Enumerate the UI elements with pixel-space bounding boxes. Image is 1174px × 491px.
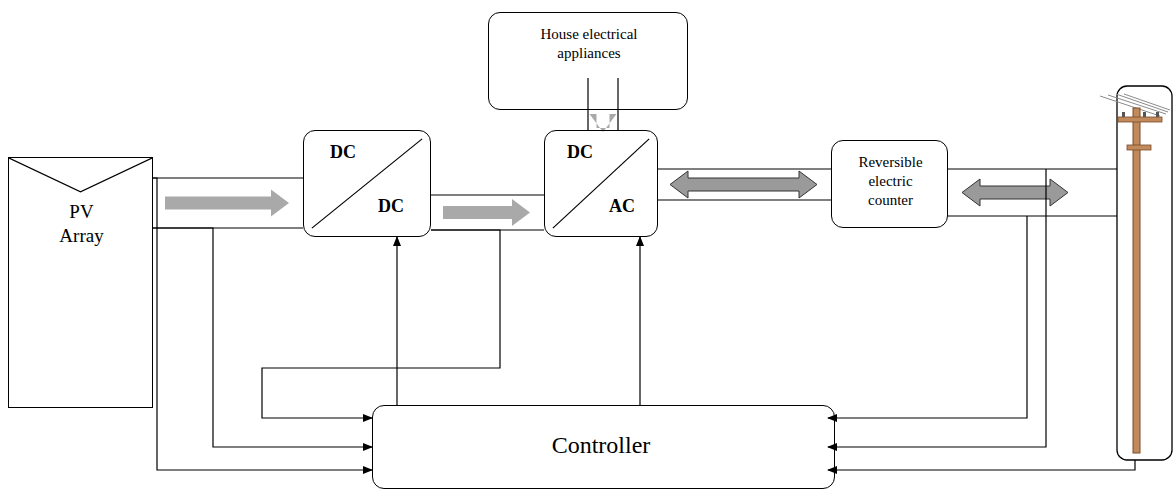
signal-line	[396, 237, 397, 405]
pole-crossarm	[1118, 117, 1162, 122]
power-bus	[431, 195, 544, 230]
node-label: House electrical appliances	[523, 25, 655, 63]
bus-line	[587, 78, 588, 130]
meter-box: Reversible electric counter	[831, 140, 948, 228]
power-flow-arrow	[670, 171, 817, 198]
power-flow-arrow	[165, 190, 289, 217]
power-flow-arrow	[962, 179, 1068, 206]
label-holder: AC	[609, 195, 635, 218]
label-holder: Controller	[373, 430, 829, 460]
bus-line	[948, 215, 1117, 216]
conversion-slash	[545, 131, 657, 236]
bus-line	[153, 177, 303, 178]
inverter-box: DC AC	[544, 130, 658, 237]
node-label: DC	[567, 141, 593, 164]
power-bus	[588, 78, 618, 132]
signal-wire	[153, 178, 372, 470]
label-holder: House electrical appliances	[489, 25, 689, 63]
conversion-slash	[304, 131, 430, 236]
bus-line	[948, 168, 1117, 169]
power-bus	[153, 178, 303, 228]
utility-pole	[1133, 108, 1140, 453]
signal-wire	[262, 230, 500, 418]
sense-wire	[828, 169, 1046, 447]
pole-crossarm	[1127, 145, 1151, 150]
signal-line	[639, 237, 640, 405]
signal-wire	[397, 237, 398, 405]
power-flow-arrow	[443, 199, 530, 226]
bus-line	[658, 168, 831, 169]
sense-wire	[828, 460, 1135, 470]
bus-line	[431, 194, 544, 195]
insulator	[1156, 112, 1159, 117]
load-box: House electrical appliances	[488, 12, 688, 110]
signal-wire	[640, 237, 641, 405]
converter-box: DC DC	[303, 130, 431, 237]
node-label: DC	[378, 195, 404, 218]
signal-line	[153, 178, 372, 470]
sense-wire	[828, 216, 1027, 418]
node-label: PV Array	[50, 200, 114, 248]
signal-line	[262, 230, 500, 418]
label-holder: Reversible electric counter	[832, 153, 949, 209]
bus-line	[658, 199, 831, 200]
power-bus	[658, 169, 831, 200]
node-label: AC	[609, 195, 635, 218]
label-holder: DC	[567, 141, 593, 164]
power-line	[1116, 94, 1168, 112]
power-line	[1124, 94, 1170, 110]
pv-array-box: PV Array	[8, 157, 153, 408]
insulator	[1143, 112, 1146, 117]
node-label: Reversible electric counter	[846, 153, 936, 209]
label-holder: DC	[330, 141, 356, 164]
panel-symbol	[9, 158, 152, 407]
insulator	[1122, 112, 1125, 117]
grid-box	[1117, 86, 1172, 460]
label-holder: DC	[378, 195, 404, 218]
label-holder: PV Array	[9, 200, 154, 248]
bus-line	[617, 78, 618, 130]
node-label: DC	[330, 141, 356, 164]
controller-box: Controller	[372, 405, 835, 489]
node-label: Controller	[373, 430, 829, 460]
